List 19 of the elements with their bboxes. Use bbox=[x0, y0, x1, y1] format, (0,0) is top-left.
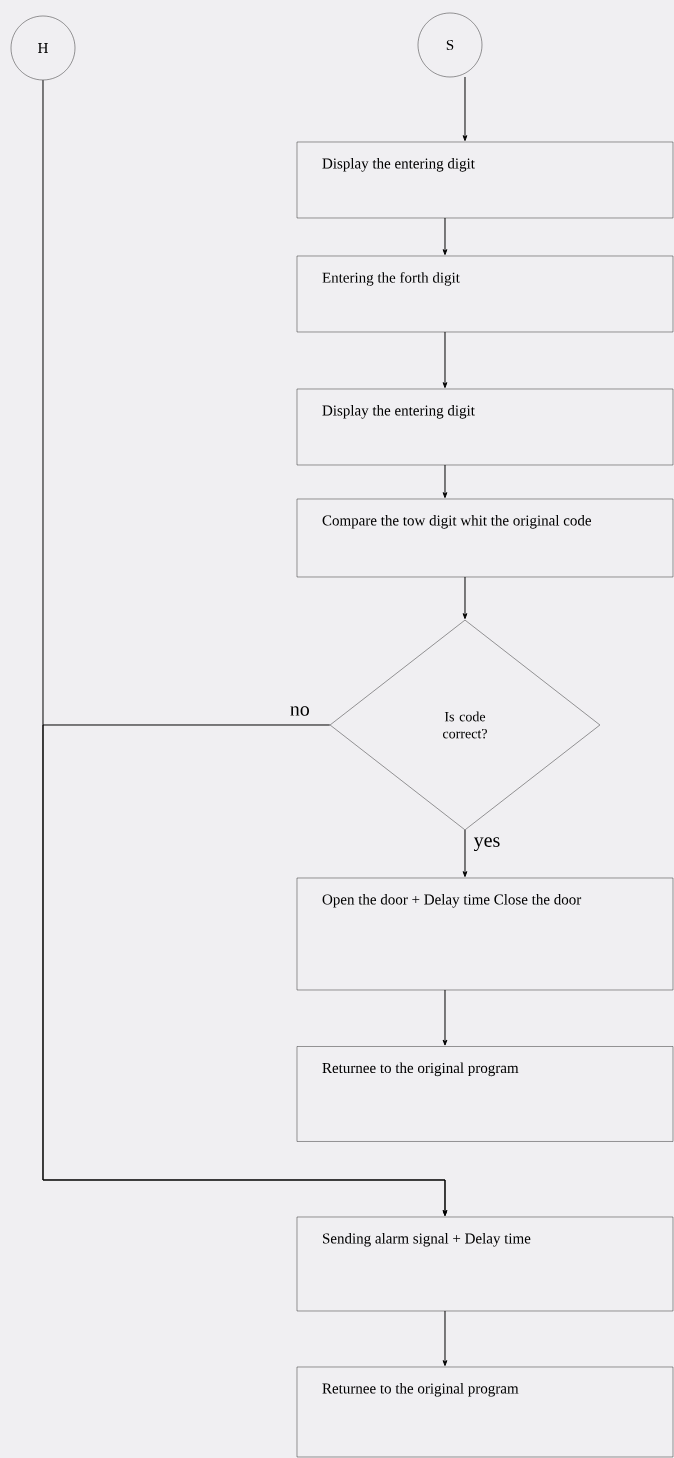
arrow bbox=[442, 989, 448, 1046]
arrow bbox=[462, 829, 468, 878]
process-box: Sending alarm signal + Delay time bbox=[296, 1216, 674, 1312]
arrow bbox=[442, 1310, 448, 1367]
arrow bbox=[442, 331, 448, 389]
process-box: Open the door + Delay time Close the door bbox=[296, 877, 674, 991]
edge-label: yes bbox=[472, 836, 502, 853]
arrow bbox=[442, 464, 448, 499]
process-box: Display the entering digit bbox=[296, 388, 674, 466]
arrow bbox=[42, 79, 448, 1217]
process-box: Returnee to the original program bbox=[296, 1046, 674, 1142]
edge-label: no bbox=[288, 705, 311, 717]
process-box: Returnee to the original program bbox=[296, 1366, 674, 1458]
arrow bbox=[442, 217, 448, 256]
process-box: Display the entering digit bbox=[296, 141, 674, 219]
process-box: Entering the forth digit bbox=[296, 255, 674, 333]
arrow bbox=[462, 576, 468, 620]
arrow bbox=[462, 76, 468, 142]
process-box: Compare the tow digit whit the original code bbox=[296, 498, 674, 578]
